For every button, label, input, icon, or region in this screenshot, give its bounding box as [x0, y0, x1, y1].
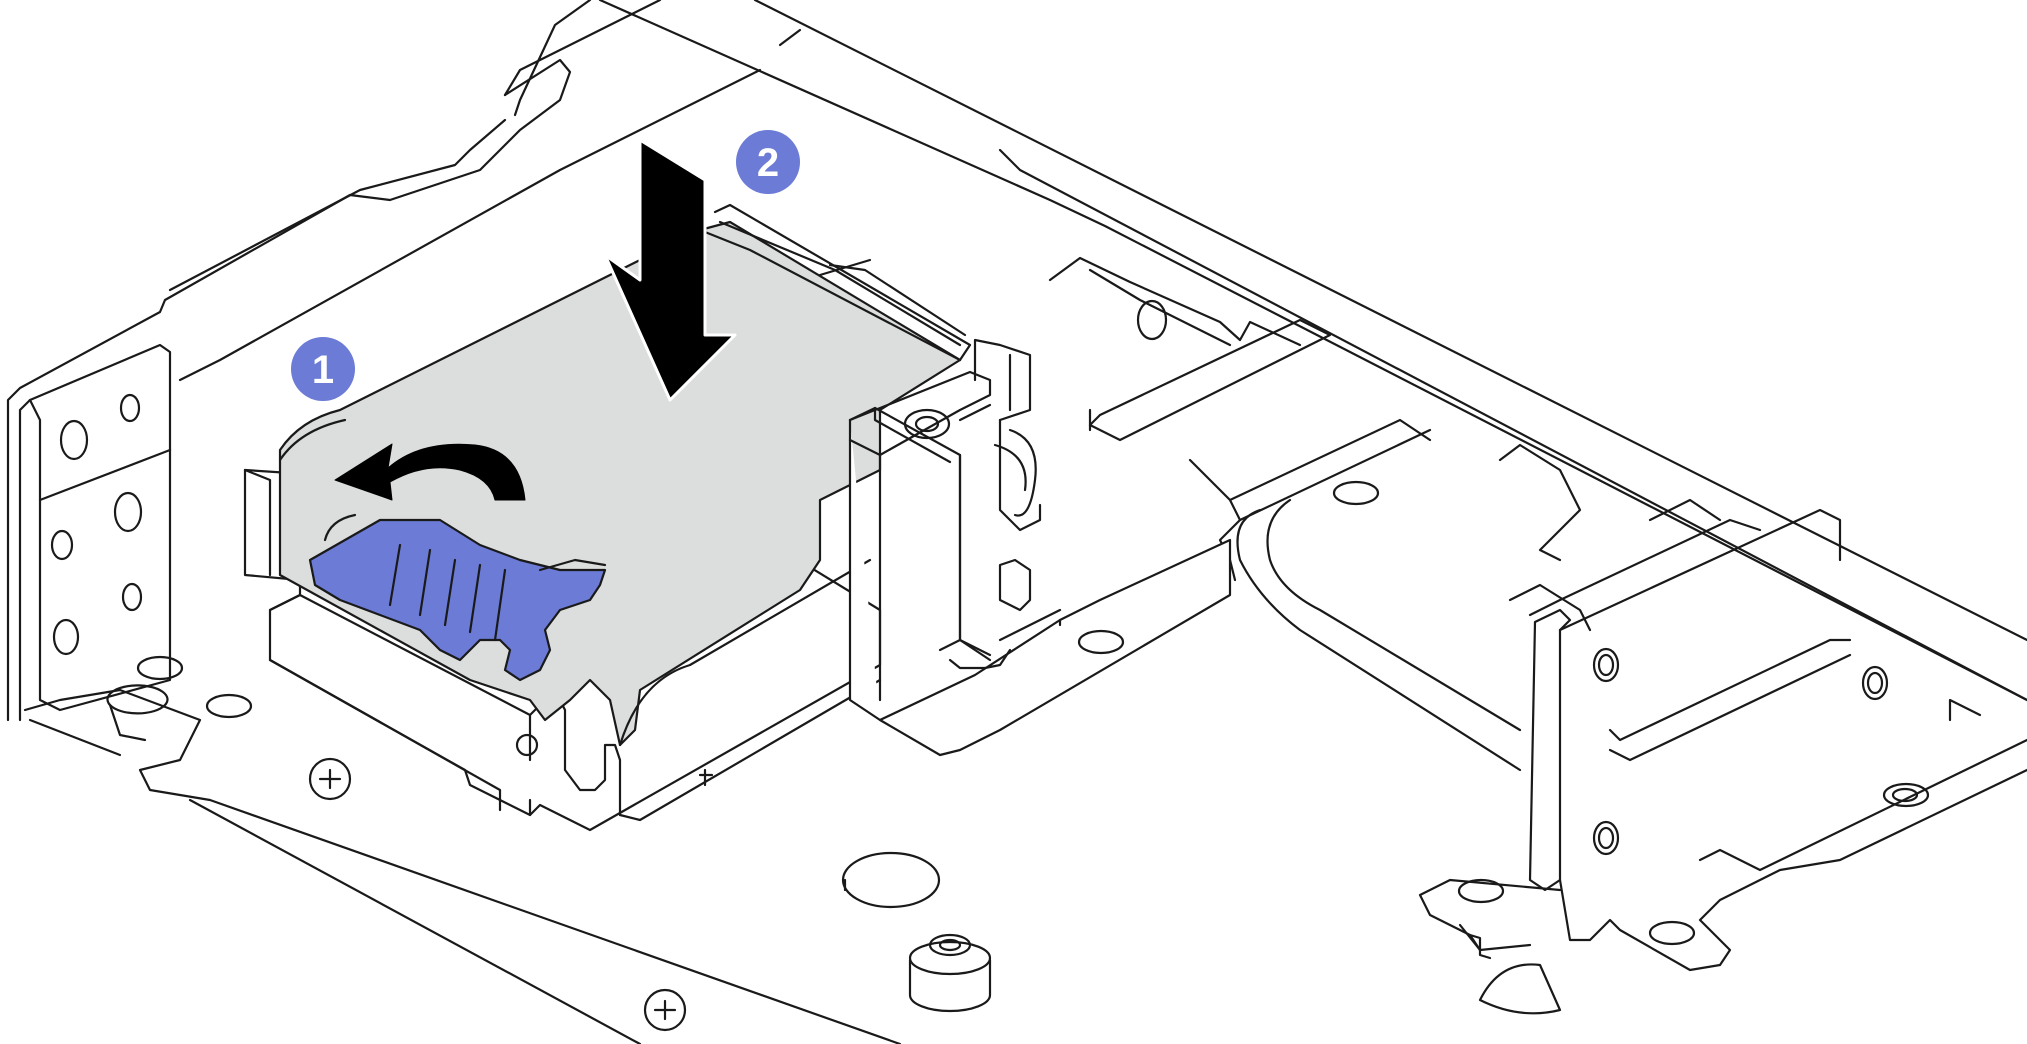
step-number-2: 2 [757, 141, 779, 185]
down-arrow-icon [603, 138, 737, 402]
left-bracket [28, 343, 172, 712]
module-latch-bracket [848, 338, 1232, 757]
right-brackets [1048, 256, 2027, 1015]
chassis-floor [23, 655, 992, 1044]
chassis-walls [6, 0, 2027, 722]
step-callout-1: 1 [291, 337, 355, 401]
screw-head-icon [308, 757, 687, 1032]
step-callout-2: 2 [736, 130, 800, 194]
retention-clip[interactable] [308, 513, 607, 682]
step-number-1: 1 [312, 348, 334, 392]
module-frame [713, 203, 972, 362]
rotate-arrow-icon [334, 443, 526, 501]
